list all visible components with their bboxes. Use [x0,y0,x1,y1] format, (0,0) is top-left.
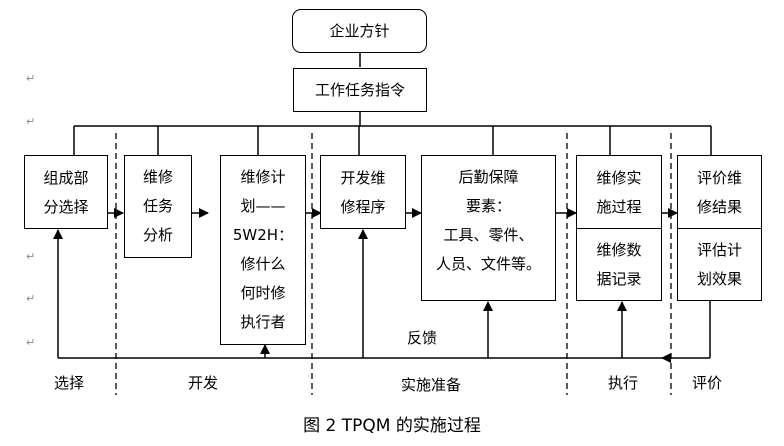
plan-5w2h-box: 维修计 划—— 5W2H： 修什么 何时修 执行者 [220,155,306,345]
return-mark: ↵ [26,72,36,85]
feedback-label: 反馈 [407,329,438,347]
component-selection-box: 组成部 分选择 [24,155,108,229]
return-mark: ↵ [26,292,36,305]
logistics-box: 后勤保障 要素： 工具、零件、 人员、文件等。 [421,155,556,301]
phase-label-develop: 开发 [188,374,219,392]
policy-box: 企业方针 [292,9,427,53]
instruction-text: 工作任务指令 [314,80,405,99]
phase-label-evaluate: 评价 [692,374,723,392]
return-mark: ↵ [26,250,36,263]
phase-label-prepare: 实施准备 [401,376,462,394]
task-analysis-box: 维修 任务 分析 [124,155,192,258]
policy-text: 企业方针 [329,21,390,40]
instruction-box: 工作任务指令 [293,68,427,112]
phase-label-select: 选择 [54,374,85,392]
data-record-box: 维修数 据记录 [576,228,662,301]
evaluate-result-box: 评价维 修结果 [677,155,762,229]
evaluate-plan-box: 评估计 划效果 [677,228,762,301]
implement-process-box: 维修实 施过程 [576,155,662,229]
develop-procedure-box: 开发维 修程序 [320,155,406,229]
return-mark: ↵ [26,115,36,128]
figure-caption: 图 2 TPQM 的实施过程 [303,416,481,436]
phase-label-execute: 执行 [608,374,639,392]
return-mark: ↵ [26,336,36,349]
